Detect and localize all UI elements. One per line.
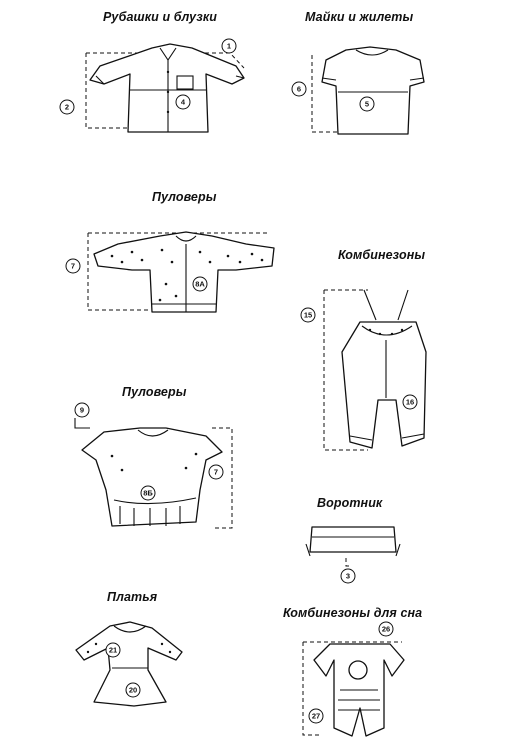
badge-6-label: 6 [297, 85, 301, 94]
badge-7-bottom-label: 7 [214, 468, 218, 477]
badge-7-top-label: 7 [71, 262, 75, 271]
title-pullovers-2: Пуловеры [122, 385, 187, 399]
badge-8b: 8Б [140, 485, 156, 501]
badge-8a-label: 8A [195, 280, 205, 289]
badge-16-label: 16 [406, 398, 414, 407]
badge-26-label: 26 [382, 625, 390, 634]
badge-4: 4 [175, 94, 191, 110]
badge-6: 6 [291, 81, 307, 97]
badge-3: 3 [340, 568, 356, 584]
badge-9: 9 [74, 402, 90, 418]
pullover-2-illustration [74, 418, 233, 529]
pullover-1-illustration [87, 231, 275, 313]
title-collar: Воротник [317, 496, 383, 510]
tshirt-illustration [311, 46, 425, 135]
badge-8b-label: 8Б [143, 489, 153, 498]
badge-1: 1 [221, 38, 237, 54]
shirt-illustration [85, 43, 245, 133]
badge-3-label: 3 [346, 572, 350, 581]
badge-16: 16 [402, 394, 418, 410]
badge-5: 5 [359, 96, 375, 112]
badge-9-label: 9 [80, 406, 84, 415]
dress-illustration [75, 621, 183, 707]
title-dresses: Платья [107, 590, 158, 604]
title-shirts: Рубашки и блузки [103, 10, 218, 24]
badge-21-label: 21 [109, 646, 117, 655]
title-pullovers-1: Пуловеры [152, 190, 217, 204]
collar-illustration [305, 526, 401, 567]
sleepsuit-illustration [302, 641, 405, 737]
title-tshirts: Майки и жилеты [305, 10, 414, 24]
badge-26: 26 [378, 621, 394, 637]
badge-15: 15 [300, 307, 316, 323]
badge-4-label: 4 [181, 98, 186, 107]
badge-21: 21 [105, 642, 121, 658]
badge-7-bottom: 7 [208, 464, 224, 480]
badge-8a: 8A [192, 276, 208, 292]
badge-7-top: 7 [65, 258, 81, 274]
badge-15-label: 15 [304, 311, 312, 320]
overalls-illustration [323, 289, 427, 451]
title-overalls: Комбинезоны [338, 248, 426, 262]
badge-20-label: 20 [129, 686, 137, 695]
badge-1-label: 1 [227, 42, 231, 51]
badge-27-label: 27 [312, 712, 320, 721]
title-sleepsuits: Комбинезоны для сна [283, 606, 423, 620]
badge-20: 20 [125, 682, 141, 698]
badge-5-label: 5 [365, 100, 369, 109]
badge-27: 27 [308, 708, 324, 724]
badge-2: 2 [59, 99, 75, 115]
badge-2-label: 2 [65, 103, 69, 112]
